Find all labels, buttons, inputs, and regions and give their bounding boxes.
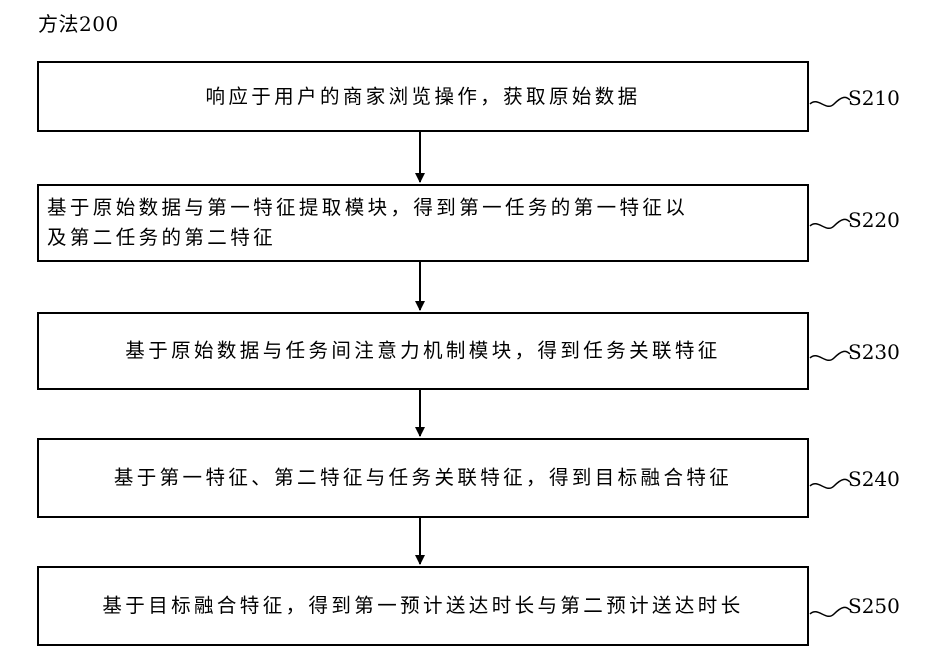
step-text-s220-line1: 基于原始数据与第一特征提取模块，得到第一任务的第一特征以	[47, 193, 688, 223]
step-label-s210: S210	[848, 86, 900, 110]
step-text-s230: 基于原始数据与任务间注意力机制模块，得到任务关联特征	[125, 336, 720, 366]
step-text-s220-line2: 及第二任务的第二特征	[47, 223, 688, 253]
leader-s230	[810, 351, 850, 360]
step-text-s240: 基于第一特征、第二特征与任务关联特征，得到目标融合特征	[114, 463, 732, 493]
step-label-s240: S240	[848, 467, 900, 491]
leader-s250	[810, 607, 850, 616]
step-label-s220: S220	[848, 208, 900, 232]
step-box-s250: 基于目标融合特征，得到第一预计送达时长与第二预计送达时长	[37, 566, 809, 646]
step-label-s230: S230	[848, 340, 900, 364]
step-box-s210: 响应于用户的商家浏览操作，获取原始数据	[37, 61, 809, 132]
diagram-title: 方法200	[38, 8, 119, 37]
step-box-s230: 基于原始数据与任务间注意力机制模块，得到任务关联特征	[37, 312, 809, 390]
step-box-s220: 基于原始数据与第一特征提取模块，得到第一任务的第一特征以 及第二任务的第二特征	[37, 184, 809, 262]
step-box-s240: 基于第一特征、第二特征与任务关联特征，得到目标融合特征	[37, 438, 809, 518]
step-text-s220: 基于原始数据与第一特征提取模块，得到第一任务的第一特征以 及第二任务的第二特征	[47, 193, 688, 253]
step-text-s250: 基于目标融合特征，得到第一预计送达时长与第二预计送达时长	[102, 591, 743, 621]
leader-s220	[810, 219, 850, 228]
leader-s210	[810, 97, 850, 106]
leader-s240	[810, 479, 850, 488]
step-text-s210: 响应于用户的商家浏览操作，获取原始数据	[205, 82, 640, 112]
step-label-s250: S250	[848, 594, 900, 618]
